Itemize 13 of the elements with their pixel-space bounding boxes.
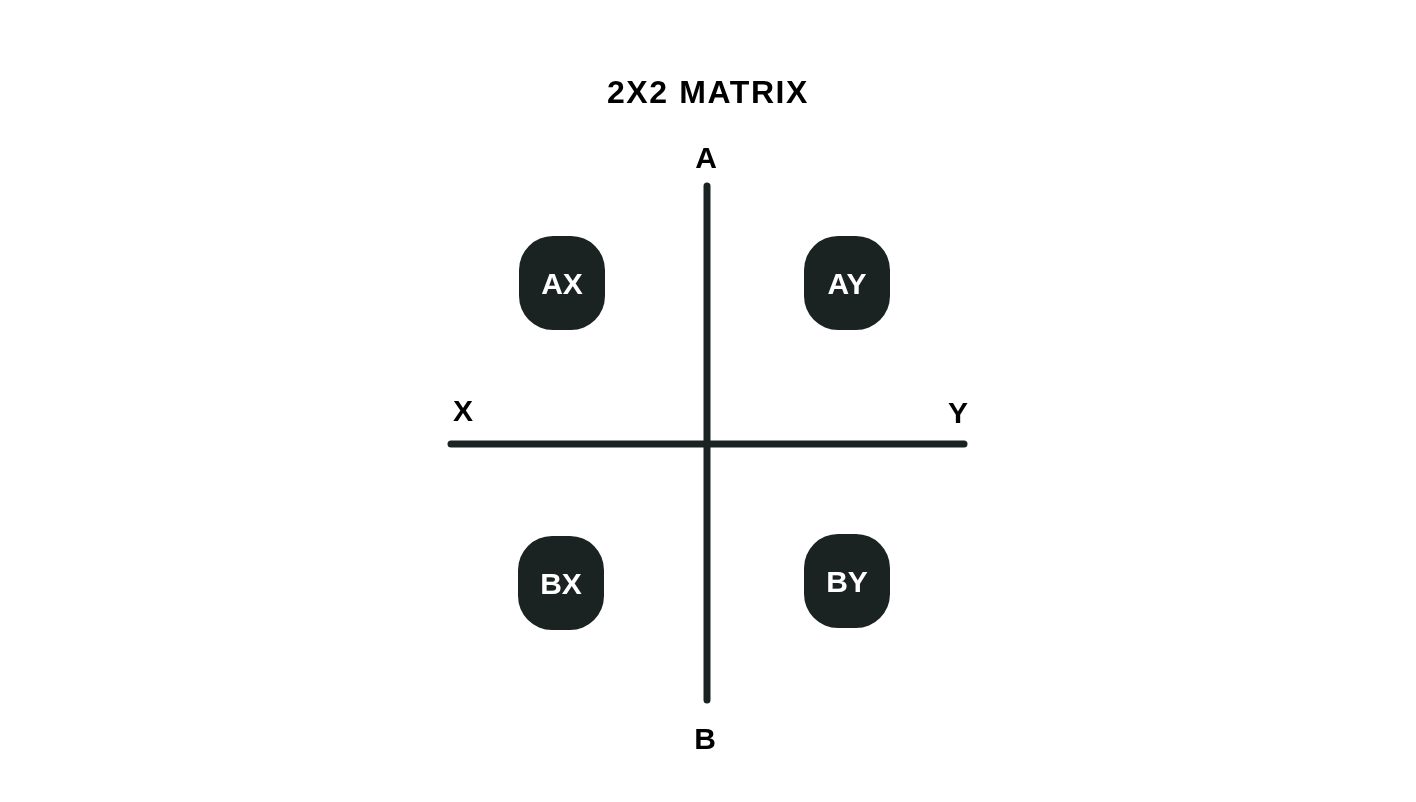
diagram-title: 2X2 MATRIX (606, 73, 810, 112)
axis-label: B (694, 720, 716, 757)
quadrant-box (519, 236, 605, 330)
quadrant-box (804, 236, 890, 330)
quadrant-box (518, 536, 604, 630)
axis-label: A (695, 139, 717, 176)
quadrant-label: AY (827, 265, 867, 302)
quadrant-label: AX (541, 265, 583, 302)
axis-label: Y (948, 394, 968, 431)
quadrant-label: BY (826, 563, 868, 600)
quadrant-label: BX (540, 565, 582, 602)
axis-label: X (453, 392, 473, 429)
quadrant-box (804, 534, 890, 628)
